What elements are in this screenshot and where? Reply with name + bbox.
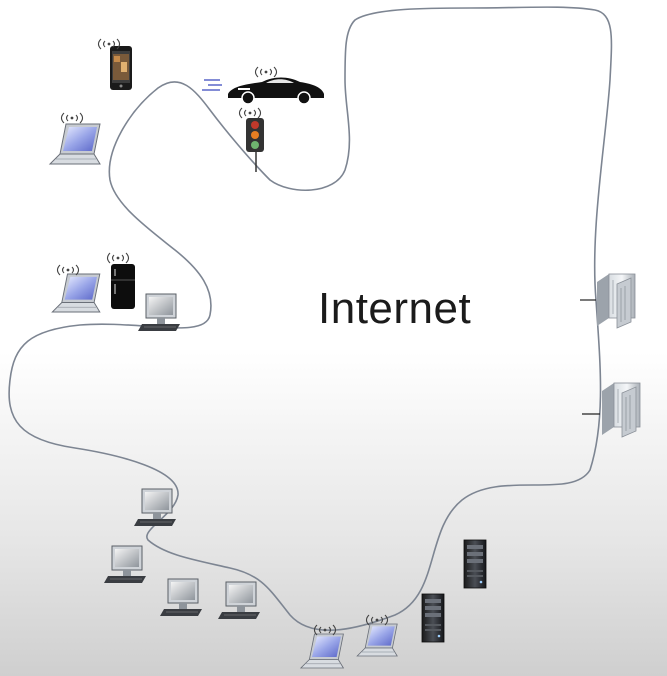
laptop-icon [51, 273, 101, 313]
wifi-signal-icon [56, 264, 80, 276]
server-tower-icon [421, 593, 445, 643]
desktop-pc-icon [159, 578, 203, 617]
laptop-icon [49, 123, 101, 165]
smartphone-icon [110, 46, 132, 90]
wifi-signal-icon [106, 252, 130, 264]
desktop-pc-icon [133, 488, 177, 527]
desktop-pc-icon [137, 293, 181, 332]
internet-label: Internet [318, 284, 472, 333]
desktop-pc-icon [217, 581, 261, 620]
laptop-icon [300, 633, 344, 669]
fridge-icon [111, 264, 135, 309]
wifi-signal-icon [238, 107, 262, 119]
server-tower-icon [463, 539, 487, 589]
car-icon [202, 77, 324, 105]
server-icon [596, 273, 636, 329]
internet-cloud-outline [8, 6, 613, 632]
traffic-light-icon [246, 118, 264, 152]
server-icon [601, 382, 641, 438]
wifi-signal-icon [254, 66, 278, 78]
wifi-signal-icon [60, 112, 84, 124]
laptop-icon [356, 623, 398, 657]
desktop-pc-icon [103, 545, 147, 584]
